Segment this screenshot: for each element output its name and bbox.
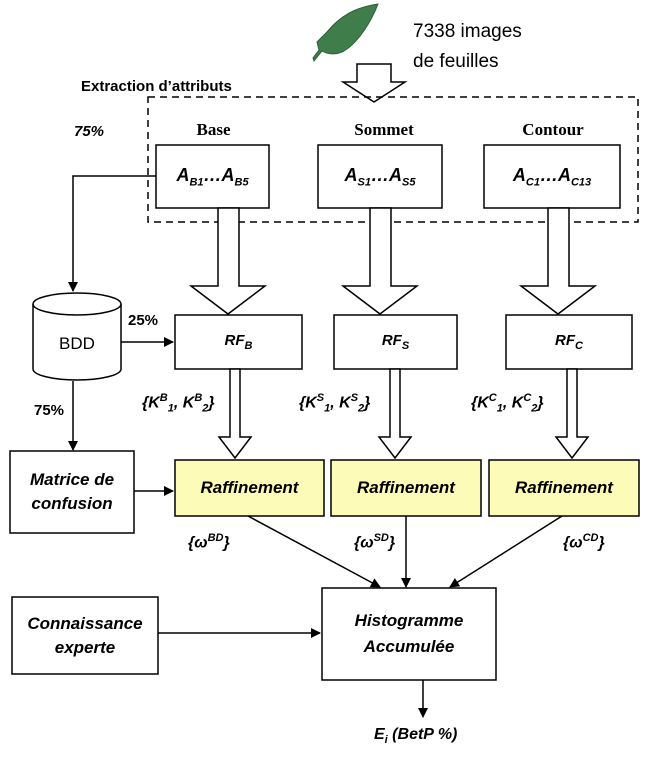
expert-knowledge-box xyxy=(11,596,159,675)
output-label: Ei (BetP %) xyxy=(374,726,458,747)
rf-label-sommet: RFS xyxy=(381,332,410,352)
input-label-line1: 7338 images xyxy=(413,21,522,42)
refinement-box-sommet xyxy=(330,459,482,517)
database-cylinder xyxy=(32,292,122,381)
refinement-base-to-histogram-arrow xyxy=(247,515,381,588)
group-header-sommet: Sommet xyxy=(354,120,414,139)
omega-label-contour: {ωCD} xyxy=(563,532,605,552)
leaf-icon xyxy=(312,3,379,63)
omega-label-base: {ωBD} xyxy=(188,532,230,552)
attribute-to-rf-arrow-sommet xyxy=(340,207,420,315)
test-percentage: 25% xyxy=(128,312,159,329)
rf-box-base xyxy=(174,314,303,370)
rf-box-contour xyxy=(505,314,633,370)
k-label-base: {KB1, KB2} xyxy=(142,392,215,415)
rf-to-refinement-arrow-contour xyxy=(554,368,590,460)
group-header-base: Base xyxy=(196,120,231,139)
input-block-arrow xyxy=(340,63,408,103)
attribute-box-base xyxy=(155,144,270,209)
refinement-contour-to-histogram-arrow xyxy=(449,515,563,588)
rf-to-refinement-arrow-sommet xyxy=(377,368,413,460)
attribute-label-contour: AC1…AC13 xyxy=(512,164,592,189)
database-label: BDD xyxy=(59,334,95,353)
extraction-label: Extraction d’attributs xyxy=(81,78,232,95)
rf-label-base: RFB xyxy=(224,332,253,352)
refinement-label-base: Raffinement xyxy=(200,478,299,497)
attribute-to-rf-arrow-contour xyxy=(518,207,598,315)
train-split-arrow xyxy=(68,175,156,292)
rf-label-contour: RFC xyxy=(555,332,583,352)
attribute-box-contour xyxy=(483,144,621,209)
expert-knowledge-label: Connaissance experte xyxy=(27,613,143,657)
attribute-to-rf-arrow-base xyxy=(188,207,268,315)
histogram-label: Histogramme Accumulée xyxy=(354,611,464,656)
k-label-sommet: {KS1, KS2} xyxy=(299,392,371,415)
k-label-contour: {KC1, KC2} xyxy=(471,392,544,415)
histogram-box xyxy=(321,587,497,681)
omega-label-sommet: {ωSD} xyxy=(354,532,396,552)
rf-to-refinement-arrow-base xyxy=(217,368,253,460)
validation-percentage: 75% xyxy=(34,402,65,419)
train-percentage: 75% xyxy=(74,123,105,140)
attribute-label-base: AB1…AB5 xyxy=(176,164,249,189)
attribute-label-sommet: AS1…AS5 xyxy=(344,164,416,189)
group-header-contour: Contour xyxy=(522,120,584,139)
confusion-matrix-label: Matrice de confusion xyxy=(29,470,115,513)
input-label-line2: de feuilles xyxy=(413,51,499,72)
refinement-label-sommet: Raffinement xyxy=(357,478,455,497)
confusion-matrix-box xyxy=(9,450,135,534)
refinement-label-contour: Raffinement xyxy=(515,478,613,497)
rf-box-sommet xyxy=(333,314,458,370)
extraction-dashed-region xyxy=(147,96,639,223)
refinement-box-contour xyxy=(488,459,640,517)
